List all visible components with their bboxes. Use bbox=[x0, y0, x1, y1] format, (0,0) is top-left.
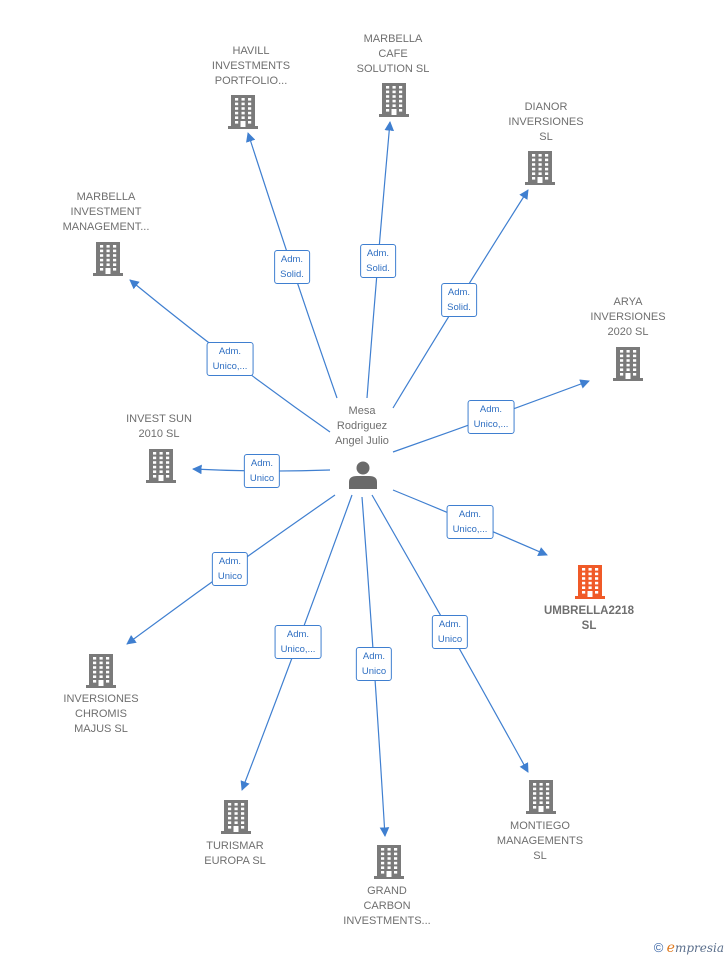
building-icon[interactable] bbox=[374, 845, 404, 879]
copyright-icon: © bbox=[653, 940, 664, 955]
building-icon[interactable] bbox=[379, 83, 409, 117]
building-icon[interactable] bbox=[613, 347, 643, 381]
relation-badge-dianor[interactable]: Adm.Solid. bbox=[441, 283, 477, 317]
relation-badge-havill[interactable]: Adm.Solid. bbox=[274, 250, 310, 284]
brand-footer: © empresia bbox=[654, 940, 724, 956]
building-icon[interactable] bbox=[525, 151, 555, 185]
building-icon[interactable] bbox=[86, 654, 116, 688]
building-icon[interactable] bbox=[221, 800, 251, 834]
relation-badge-montiego[interactable]: Adm.Unico bbox=[431, 615, 469, 649]
relation-badge-marbella-cafe[interactable]: Adm.Solid. bbox=[360, 244, 396, 278]
building-icon[interactable] bbox=[93, 242, 123, 276]
relation-badge-marbella-investment[interactable]: Adm.Unico,... bbox=[206, 342, 254, 376]
brand-logo-letter: e bbox=[666, 940, 675, 956]
node-layer bbox=[86, 83, 643, 879]
relation-badge-umbrella[interactable]: Adm.Unico,... bbox=[446, 505, 494, 539]
building-icon[interactable] bbox=[228, 95, 258, 129]
building-icon[interactable] bbox=[575, 565, 605, 599]
relation-badge-invest-sun[interactable]: Adm.Unico bbox=[243, 454, 281, 488]
building-icon[interactable] bbox=[146, 449, 176, 483]
relation-badge-arya[interactable]: Adm.Unico,... bbox=[467, 400, 515, 434]
person-icon[interactable] bbox=[349, 461, 377, 490]
relation-badge-turismar[interactable]: Adm.Unico,... bbox=[274, 625, 322, 659]
relation-badge-grand-carbon[interactable]: Adm.Unico bbox=[355, 647, 393, 681]
brand-logo-text: mpresia bbox=[674, 941, 724, 955]
building-icon[interactable] bbox=[526, 780, 556, 814]
relation-badge-chromis[interactable]: Adm.Unico bbox=[211, 552, 249, 586]
